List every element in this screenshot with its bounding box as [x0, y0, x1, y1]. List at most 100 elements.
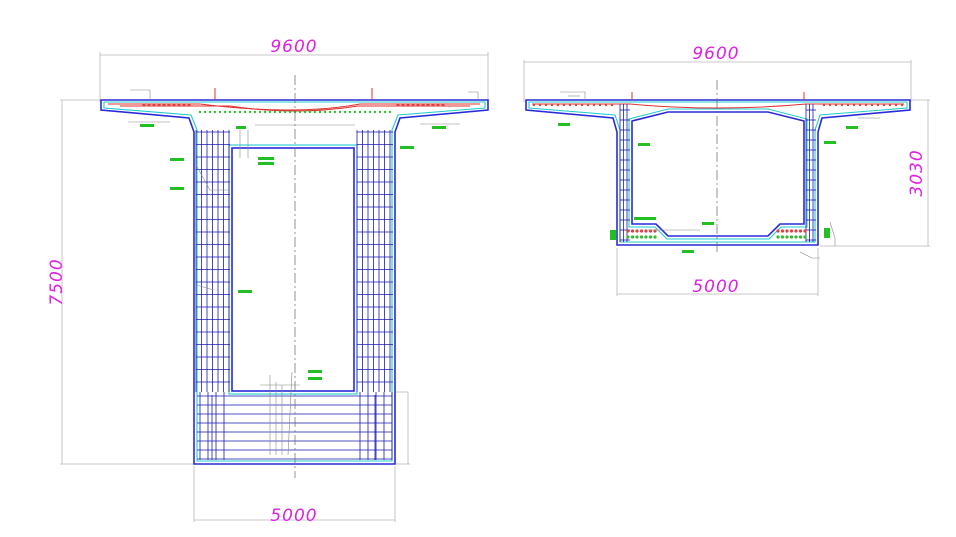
rebar-dot	[368, 110, 372, 114]
rebar-dot	[644, 235, 648, 239]
rebar-dot	[532, 103, 536, 107]
left-annotations	[128, 89, 479, 456]
rebar-dot	[411, 103, 415, 107]
rebar-dot	[580, 103, 584, 107]
rebar-dot	[894, 103, 898, 107]
left-inner-void-cover	[228, 144, 358, 395]
rebar-dot	[182, 103, 186, 107]
rebar-dot	[308, 110, 312, 114]
right-outer-outline	[525, 99, 911, 246]
rebar-dot	[626, 235, 630, 239]
rebar-dot	[288, 110, 292, 114]
left-inner-void	[231, 147, 355, 392]
rebar-dot	[610, 103, 614, 107]
rebar-dot	[441, 103, 445, 107]
rebar-dot	[203, 110, 207, 114]
rebar-dot	[177, 103, 181, 107]
rebar-dot	[208, 110, 212, 114]
right-web-rebar	[619, 104, 816, 242]
right-inner-cover-line	[528, 101, 908, 243]
rebar-dot	[852, 103, 856, 107]
rebar-dot	[556, 103, 560, 107]
rebar-dot	[313, 110, 317, 114]
rebar-dot	[785, 235, 789, 239]
rebar-dot	[858, 103, 862, 107]
rebar-dot	[157, 103, 161, 107]
rebar-dot	[828, 103, 832, 107]
rebar-dot	[333, 110, 337, 114]
rebar-dot	[263, 110, 267, 114]
rebar-dot	[630, 235, 635, 239]
rebar-dot	[258, 110, 262, 114]
rebar-dot	[776, 229, 780, 233]
right-height-label: 3030	[907, 149, 927, 196]
right-annotations	[558, 91, 880, 259]
right-bottom-tendon-dots	[532, 103, 904, 239]
rebar-dot	[798, 235, 803, 239]
rebar-dot	[635, 235, 639, 239]
rebar-dot	[780, 229, 785, 233]
rebar-dot	[653, 235, 657, 239]
rebar-dot	[604, 103, 608, 107]
rebar-dot	[789, 235, 794, 239]
left-web-rebar-grid	[195, 130, 393, 392]
rebar-dot	[243, 110, 247, 114]
left-outer-outline	[100, 99, 489, 465]
rebar-dot	[348, 110, 352, 114]
rebar-dot	[574, 103, 578, 107]
rebar-dot	[172, 103, 176, 107]
rebar-dot	[538, 103, 542, 107]
rebar-dot	[776, 235, 780, 239]
rebar-dot	[798, 229, 803, 233]
rebar-dot	[421, 103, 425, 107]
rebar-dot	[343, 110, 347, 114]
rebar-dot	[789, 229, 794, 233]
rebar-dot	[785, 229, 789, 233]
left-dimension-lines	[60, 52, 489, 522]
right-top-prestress-tendon	[532, 103, 904, 109]
rebar-dot	[900, 103, 904, 107]
rebar-dot	[592, 103, 596, 107]
rebar-dot	[303, 110, 307, 114]
rebar-dot	[426, 103, 430, 107]
rebar-dot	[228, 110, 232, 114]
left-bottom-slab-rebar	[197, 392, 393, 460]
right-top-width-label: 9600	[692, 44, 739, 64]
rebar-dot	[253, 110, 257, 114]
right-inner-cell	[631, 111, 805, 237]
rebar-dot	[803, 229, 807, 233]
rebar-dot	[626, 229, 630, 233]
rebar-dot	[238, 110, 242, 114]
rebar-dot	[378, 110, 382, 114]
rebar-dot	[568, 103, 572, 107]
rebar-dot	[167, 103, 171, 107]
rebar-dot	[864, 103, 868, 107]
left-bottom-width-label: 5000	[270, 506, 317, 526]
rebar-dot	[318, 110, 322, 114]
rebar-dot	[152, 103, 156, 107]
right-dimension-lines	[523, 60, 930, 296]
rebar-dot	[248, 110, 252, 114]
rebar-dot	[187, 103, 191, 107]
rebar-dot	[544, 103, 548, 107]
rebar-dot	[383, 110, 387, 114]
rebar-dot	[223, 110, 227, 114]
right-section: 9600 3030 5000	[523, 44, 930, 297]
rebar-dot	[328, 110, 332, 114]
rebar-dot	[363, 110, 367, 114]
rebar-dot	[644, 229, 648, 233]
rebar-dot	[882, 103, 886, 107]
rebar-dot	[780, 235, 785, 239]
rebar-dot	[213, 110, 217, 114]
rebar-dot	[648, 235, 653, 239]
rebar-dot	[396, 103, 400, 107]
rebar-dot	[598, 103, 602, 107]
rebar-dot	[273, 110, 277, 114]
rebar-dot	[218, 110, 222, 114]
left-top-prestress-tendon	[108, 103, 480, 111]
rebar-dot	[639, 235, 644, 239]
right-inner-cell-cover	[628, 108, 808, 240]
rebar-dot	[803, 235, 807, 239]
rebar-dot	[840, 103, 844, 107]
